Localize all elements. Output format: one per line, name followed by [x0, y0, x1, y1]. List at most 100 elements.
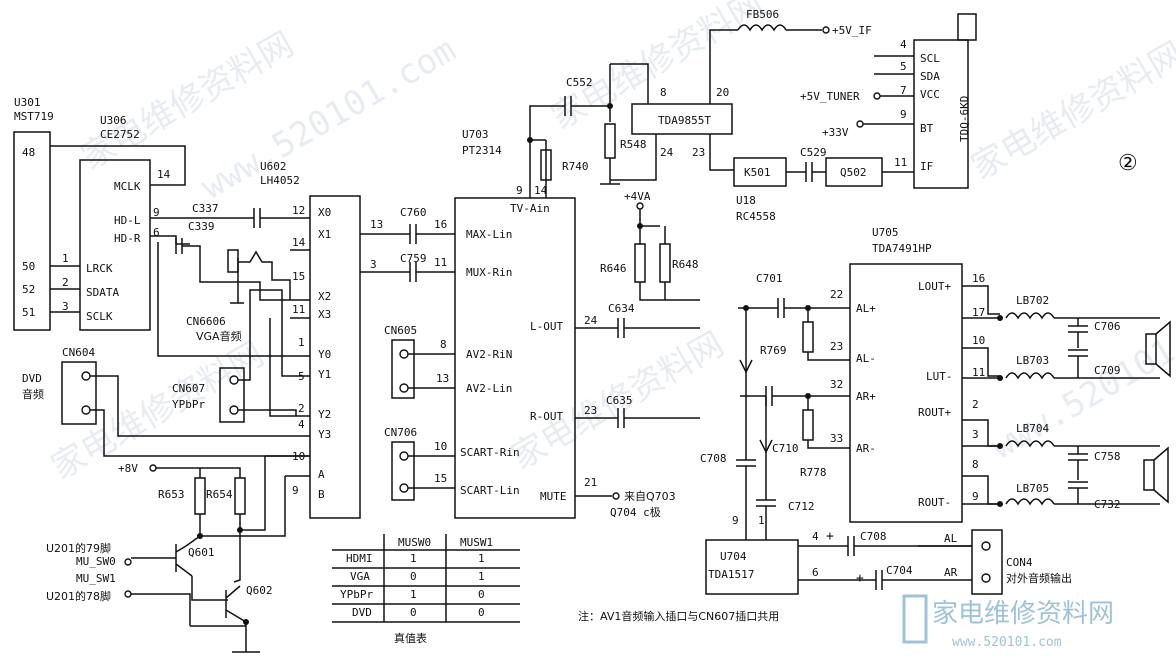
pin-label: AR+ [856, 390, 876, 403]
pin-num: 9 [516, 184, 523, 197]
part-label: C708 [860, 530, 887, 543]
table-cell: 1 [478, 570, 485, 583]
pin-num: 9 [153, 206, 160, 219]
part-label: R654 [206, 488, 233, 501]
part-label: FB506 [746, 8, 779, 21]
pin-label: Y1 [318, 368, 331, 381]
signal-label: MU_SW1 [76, 572, 116, 585]
part-label: C552 [566, 76, 593, 89]
u306-chip: U306 CE2752 MCLK HD-L HD-R LRCK SDATA SC… [50, 114, 186, 331]
part-label: C701 [756, 272, 783, 285]
connector-desc: 对外音频输出 [1006, 571, 1072, 585]
rail-label: +4VA [624, 190, 651, 203]
dvd-label: DVD [22, 372, 42, 385]
pin-label: SCL [920, 52, 940, 65]
cn607-connector: CN607 YPbPr [172, 289, 310, 423]
signal-label: U201的78脚 [46, 589, 111, 603]
pin-label: VCC [920, 88, 940, 101]
connector-ref: CON4 [1006, 556, 1033, 569]
pin-num: 5 [900, 60, 907, 73]
pin-label: X1 [318, 228, 331, 241]
table-row-label: HDMI [346, 552, 373, 565]
part-label: R769 [760, 344, 787, 357]
logo-url: www.520101.com [952, 635, 1062, 650]
pin-label: A [318, 468, 325, 481]
pin-num: 21 [584, 476, 597, 489]
part-label: Q601 [188, 546, 215, 559]
signal-label: AL [944, 532, 958, 545]
cn604-connector: CN604 DVD 音频 [22, 346, 310, 457]
pin-label: HD-L [114, 214, 141, 227]
part-ref: U18 [736, 194, 756, 207]
pin-label: AV2-RiN [466, 348, 512, 361]
pin-label: SCART-Lin [460, 484, 520, 497]
table-caption: 真值表 [394, 631, 427, 645]
pin-num: 23 [692, 146, 705, 159]
pin-num: 9 [900, 108, 907, 121]
part-label: C704 [886, 564, 913, 577]
pin-num: 13 [370, 218, 383, 231]
pin-label: B [318, 488, 325, 501]
pin-num: 9 [972, 490, 979, 503]
connector-ref: CN607 [172, 382, 205, 395]
pin-label: X2 [318, 290, 331, 303]
pin-num: 10 [972, 334, 985, 347]
connector-desc: VGA音频 [196, 329, 242, 343]
chip-part: TDA1517 [708, 568, 754, 581]
part-label: C634 [608, 302, 635, 315]
pin-num: 11 [972, 366, 985, 379]
chip-ref: U306 [100, 114, 127, 127]
pin-num: 17 [972, 306, 985, 319]
table-cell: 1 [410, 588, 417, 601]
pin-label: LRCK [86, 262, 113, 275]
part-label: R646 [600, 262, 627, 275]
pin-num: 8 [440, 338, 447, 351]
pin-num: 14 [157, 168, 171, 181]
tda9855-chip: TDA9855T 8 20 24 23 FB506 +5V_IF [610, 8, 872, 181]
part-label: LB703 [1016, 354, 1049, 367]
u703-chip: U703 PT2314 TV-Ain MAX-Lin MUX-Rin AV2-R… [454, 63, 651, 519]
part-label: C529 [800, 146, 827, 159]
part-label: LB702 [1016, 294, 1049, 307]
chip-part: TDA7491HP [872, 242, 932, 255]
polarity: + [826, 529, 834, 544]
part-label: LB704 [1016, 422, 1049, 435]
part-label: C758 [1094, 450, 1121, 463]
pin-label: AL- [856, 352, 876, 365]
pin-num: 9 [732, 514, 739, 527]
pin-num: 14 [534, 184, 548, 197]
part-label: C709 [1094, 364, 1121, 377]
signal-label: 来自Q703 [624, 490, 676, 503]
part-label: R648 [672, 258, 699, 271]
pin-num: 2 [298, 402, 305, 415]
table-cell: 0 [478, 588, 485, 601]
table-header: MUSW0 [398, 536, 431, 549]
pin-num: 9 [292, 484, 299, 497]
pin-num: 52 [22, 283, 35, 296]
pin-num: 33 [830, 432, 843, 445]
part-ref: K501 [744, 166, 771, 179]
pin-num: 16 [434, 218, 447, 231]
cn605-connector: CN605 8 13 [384, 324, 455, 399]
pin-label: MUTE [540, 490, 567, 503]
cn706-connector: CN706 10 15 [384, 426, 455, 501]
pin-num: 3 [972, 428, 979, 441]
pin-num: 20 [716, 86, 729, 99]
part-label: C337 [192, 202, 219, 215]
pin-num: 2 [62, 276, 69, 289]
pin-label: ROUT+ [918, 406, 951, 419]
pin-num: 1 [298, 336, 305, 349]
part-label: C712 [788, 500, 815, 513]
c760-c759-capacitors: C760 16 C759 11 [360, 206, 455, 282]
chip-part: CE2752 [100, 128, 140, 141]
part-label: C732 [1094, 498, 1121, 511]
pin-num: 7 [900, 84, 907, 97]
pin-label: L-OUT [530, 320, 563, 333]
part-part: RC4558 [736, 210, 776, 223]
pin-num: 8 [972, 458, 979, 471]
output-filters: LB702 LB703 C706 C709 LB704 LB705 [962, 285, 1171, 511]
pin-num: 4 [812, 530, 819, 543]
pin-num: 3 [370, 258, 377, 271]
pin-num: 1 [758, 514, 765, 527]
